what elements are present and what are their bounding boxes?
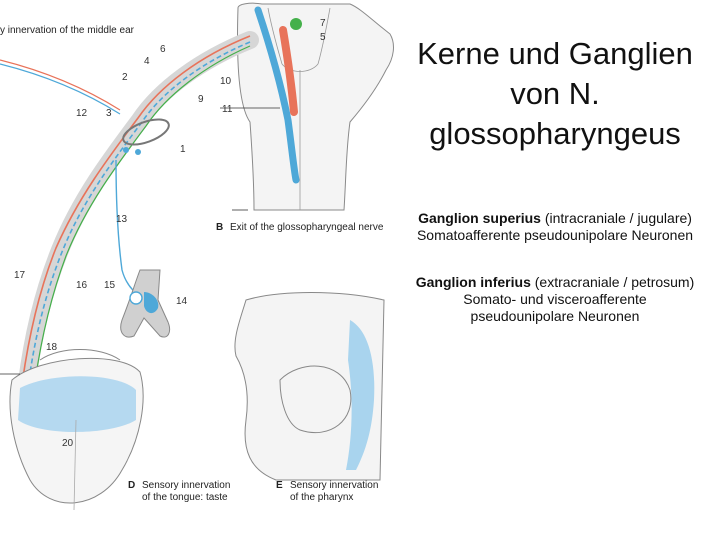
label-4: 4: [144, 56, 150, 67]
label-3: 3: [106, 108, 112, 119]
note-inferius-sub-2: pseudounipolare Neuronen: [470, 308, 640, 324]
motor-nucleus-red: [279, 26, 298, 116]
label-14: 14: [176, 296, 188, 307]
caption-e-letter: E: [276, 480, 283, 491]
note-superius-head: Ganglion superius: [418, 210, 541, 226]
label-10: 10: [220, 76, 232, 87]
title-line-3: glossopharyngeus: [429, 116, 681, 151]
note-superius-sub-1: Somatoafferente pseudounipolare Neuronen: [416, 227, 694, 243]
sensory-nucleus-blue: [254, 6, 300, 184]
note-ganglion-superius: Ganglion superius (intracraniale / jugul…: [392, 210, 718, 244]
label-18: 18: [46, 342, 58, 353]
label-5: 5: [320, 32, 326, 43]
nerve-bundle: [16, 31, 259, 409]
note-inferius-rest: (extracraniale / petrosum): [530, 274, 695, 290]
slide-title: Kerne und Ganglien von N. glossopharynge…: [400, 34, 710, 154]
label-17: 17: [14, 270, 26, 281]
brainstem: [237, 2, 394, 211]
note-ganglion-inferius: Ganglion inferius (extracraniale / petro…: [392, 274, 718, 325]
note-inferius-head: Ganglion inferius: [415, 274, 531, 290]
nucleus-green: [290, 18, 302, 30]
taste-region: [18, 376, 136, 432]
head-profile: [234, 292, 385, 481]
caption-e-line1: Sensory innervation: [290, 480, 378, 491]
label-11: 11: [222, 104, 233, 115]
label-12: 12: [76, 108, 88, 119]
label-2: 2: [122, 72, 128, 83]
caption-d-line2: of the tongue: taste: [142, 492, 228, 503]
label-13: 13: [116, 214, 128, 225]
label-6: 6: [160, 44, 166, 55]
caption-middle-ear: y innervation of the middle ear: [0, 25, 135, 36]
note-inferius-sub-1: Somato- und visceroafferente: [463, 291, 647, 307]
caption-b-letter: B: [216, 222, 223, 233]
label-1: 1: [180, 144, 186, 155]
ganglion-ring: [122, 118, 170, 146]
caption-b: Exit of the glossopharyngeal nerve: [230, 222, 384, 233]
label-16: 16: [76, 280, 88, 291]
note-superius-rest: (intracraniale / jugulare): [540, 210, 692, 226]
caption-d-line1: Sensory innervation: [142, 480, 230, 491]
title-line-2: von N.: [510, 76, 600, 111]
pharynx-region: [346, 320, 375, 470]
label-15: 15: [104, 280, 116, 291]
label-20: 20: [62, 438, 74, 449]
caption-d-letter: D: [128, 480, 135, 491]
label-9: 9: [198, 94, 204, 105]
title-line-1: Kerne und Ganglien: [417, 36, 693, 71]
anatomy-figure: y innervation of the middle ear B Exit o…: [0, 2, 394, 511]
caption-e-line2: of the pharynx: [290, 492, 353, 503]
label-7: 7: [320, 18, 326, 29]
glossopharyngeal-diagram: y innervation of the middle ear B Exit o…: [0, 2, 394, 511]
